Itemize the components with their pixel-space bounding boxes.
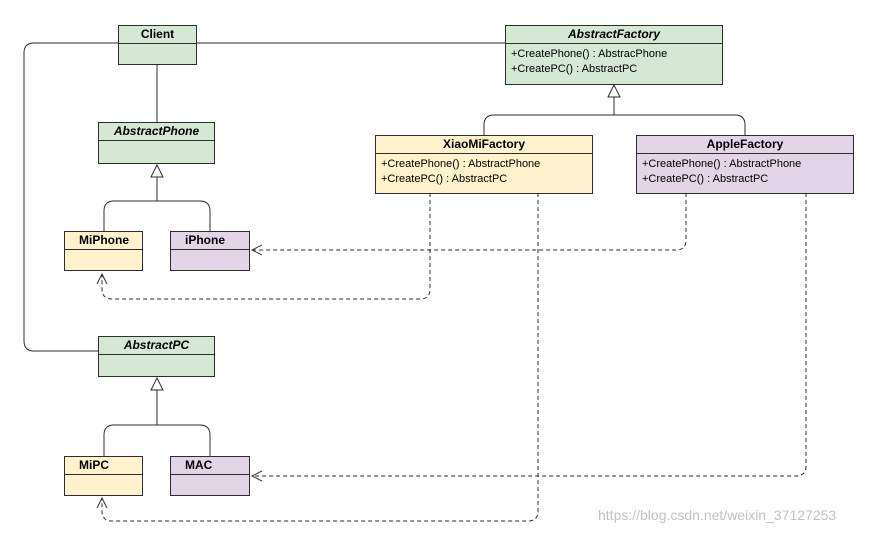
class-xiaomi-factory-name: XiaoMiFactory (376, 136, 592, 154)
class-xiaomi-factory[interactable]: XiaoMiFactory +CreatePhone() : AbstractP… (375, 135, 593, 194)
operation-create-phone: +CreatePhone() : AbstractPhone (381, 158, 541, 170)
class-xiaomi-factory-operations: +CreatePhone() : AbstractPhone +CreatePC… (376, 154, 592, 187)
class-miphone-name: MiPhone (65, 232, 142, 250)
operation-create-phone: +CreatePhone() : AbstractPhone (642, 158, 802, 170)
class-mac-name: MAC (171, 457, 249, 475)
operation-create-phone: +CreatePhone() : AbstracPhone (511, 48, 668, 60)
generalization-factories (483, 97, 746, 136)
dependency-apple-mac (252, 193, 807, 476)
class-mac[interactable]: MAC (170, 456, 250, 496)
generalization-phones (103, 177, 211, 231)
class-abstract-factory-operations: +CreatePhone() : AbstracPhone +CreatePC(… (506, 44, 722, 77)
class-mipc[interactable]: MiPC (64, 456, 143, 496)
inheritance-triangle-factory (607, 83, 621, 98)
dependency-apple-iphone (252, 193, 687, 250)
class-mipc-name: MiPC (65, 457, 142, 475)
dependency-xiaomi-mipc (102, 193, 539, 522)
class-abstract-phone[interactable]: AbstractPhone (98, 122, 215, 164)
inheritance-triangle-phone (150, 163, 164, 178)
generalization-pcs (103, 390, 211, 456)
association-client-pc (23, 42, 118, 352)
class-abstract-pc-name: AbstractPC (99, 337, 214, 355)
operation-create-pc: +CreatePC() : AbstractPC (642, 173, 769, 185)
class-abstract-factory[interactable]: AbstractFactory +CreatePhone() : Abstrac… (505, 25, 723, 85)
class-client-name: Client (119, 26, 196, 44)
class-iphone-name: iPhone (171, 232, 249, 250)
class-abstract-pc[interactable]: AbstractPC (98, 336, 215, 377)
watermark: https://blog.csdn.net/weixin_37127253 (598, 507, 837, 523)
class-abstract-factory-name: AbstractFactory (506, 26, 722, 44)
class-miphone[interactable]: MiPhone (64, 231, 143, 271)
class-apple-factory[interactable]: AppleFactory +CreatePhone() : AbstractPh… (636, 135, 854, 194)
dependency-xiaomi-miphone (102, 193, 431, 300)
operation-create-pc: +CreatePC() : AbstractPC (381, 173, 508, 185)
class-apple-factory-name: AppleFactory (637, 136, 853, 154)
class-iphone[interactable]: iPhone (170, 231, 250, 271)
inheritance-triangle-pc (150, 376, 164, 391)
class-abstract-phone-name: AbstractPhone (99, 123, 214, 141)
class-apple-factory-operations: +CreatePhone() : AbstractPhone +CreatePC… (637, 154, 853, 187)
operation-create-pc: +CreatePC() : AbstractPC (511, 63, 638, 75)
class-client[interactable]: Client (118, 25, 197, 65)
